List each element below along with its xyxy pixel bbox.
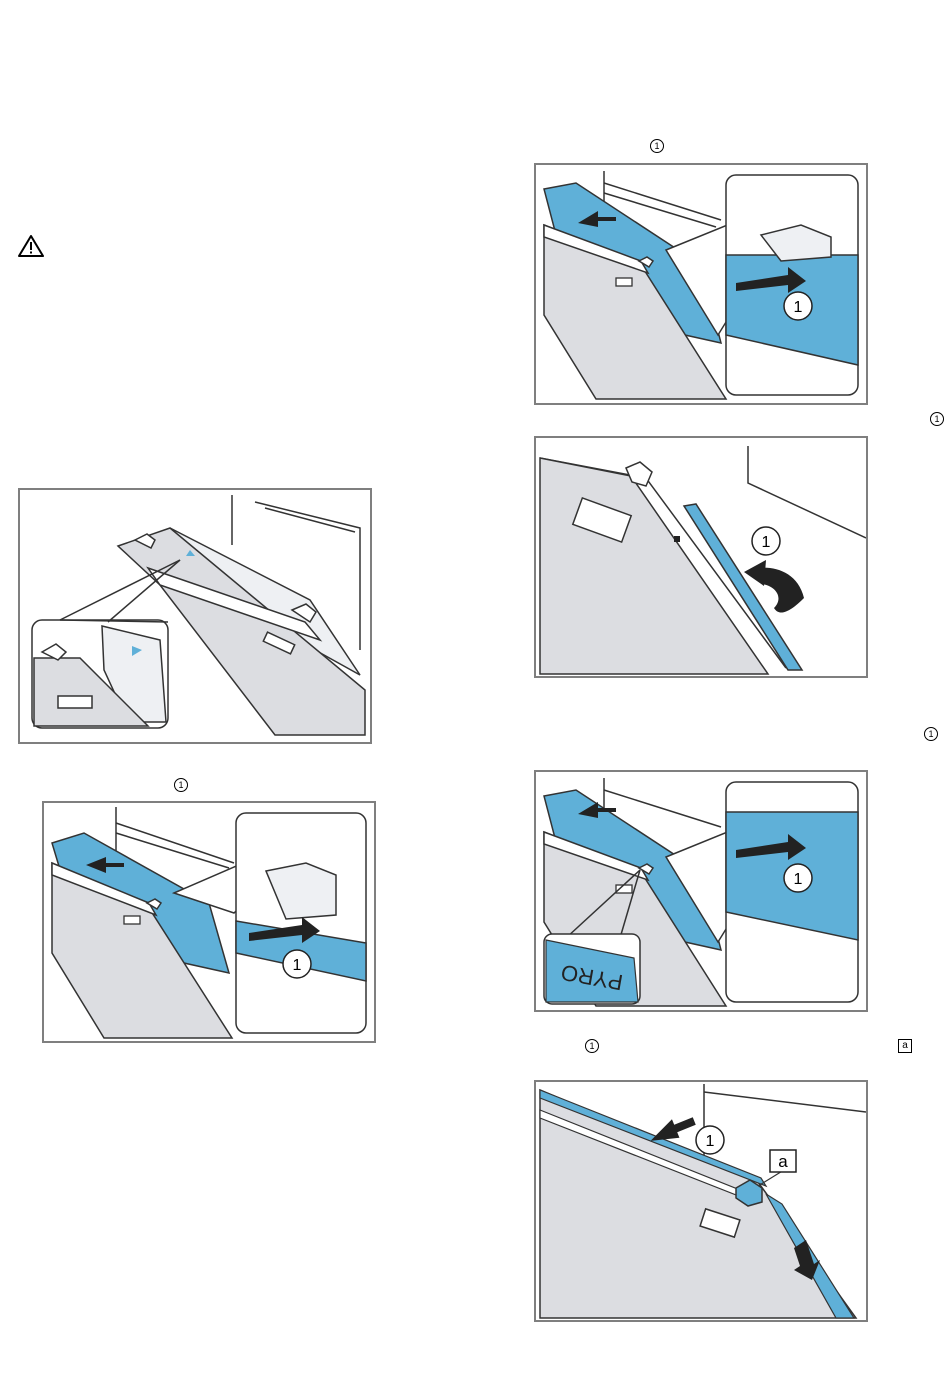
figure-slide-glass-right-1: 1: [534, 163, 868, 405]
callout-a-label: a: [778, 1152, 788, 1171]
figure-clip-removal: 1 a: [534, 1080, 868, 1322]
warning-icon: [18, 234, 44, 258]
step-marker-3: 1: [924, 727, 938, 741]
svg-text:1: 1: [706, 1133, 715, 1150]
figure-pyro-glass: 1 PYRO: [534, 770, 868, 1012]
step-marker-1: 1: [650, 139, 664, 153]
svg-text:1: 1: [293, 957, 302, 974]
callout-marker-a: a: [898, 1039, 912, 1053]
figure-rotate-glass: 1: [534, 436, 868, 678]
figure-slide-glass-left: 1: [42, 801, 376, 1043]
step-marker-2: 1: [930, 412, 944, 426]
svg-text:1: 1: [794, 871, 803, 888]
step-marker-4: 1: [174, 778, 188, 792]
step-marker-5: 1: [585, 1039, 599, 1053]
svg-text:1: 1: [762, 534, 771, 551]
svg-text:1: 1: [794, 299, 803, 316]
figure-door-open-inset: [18, 488, 372, 744]
